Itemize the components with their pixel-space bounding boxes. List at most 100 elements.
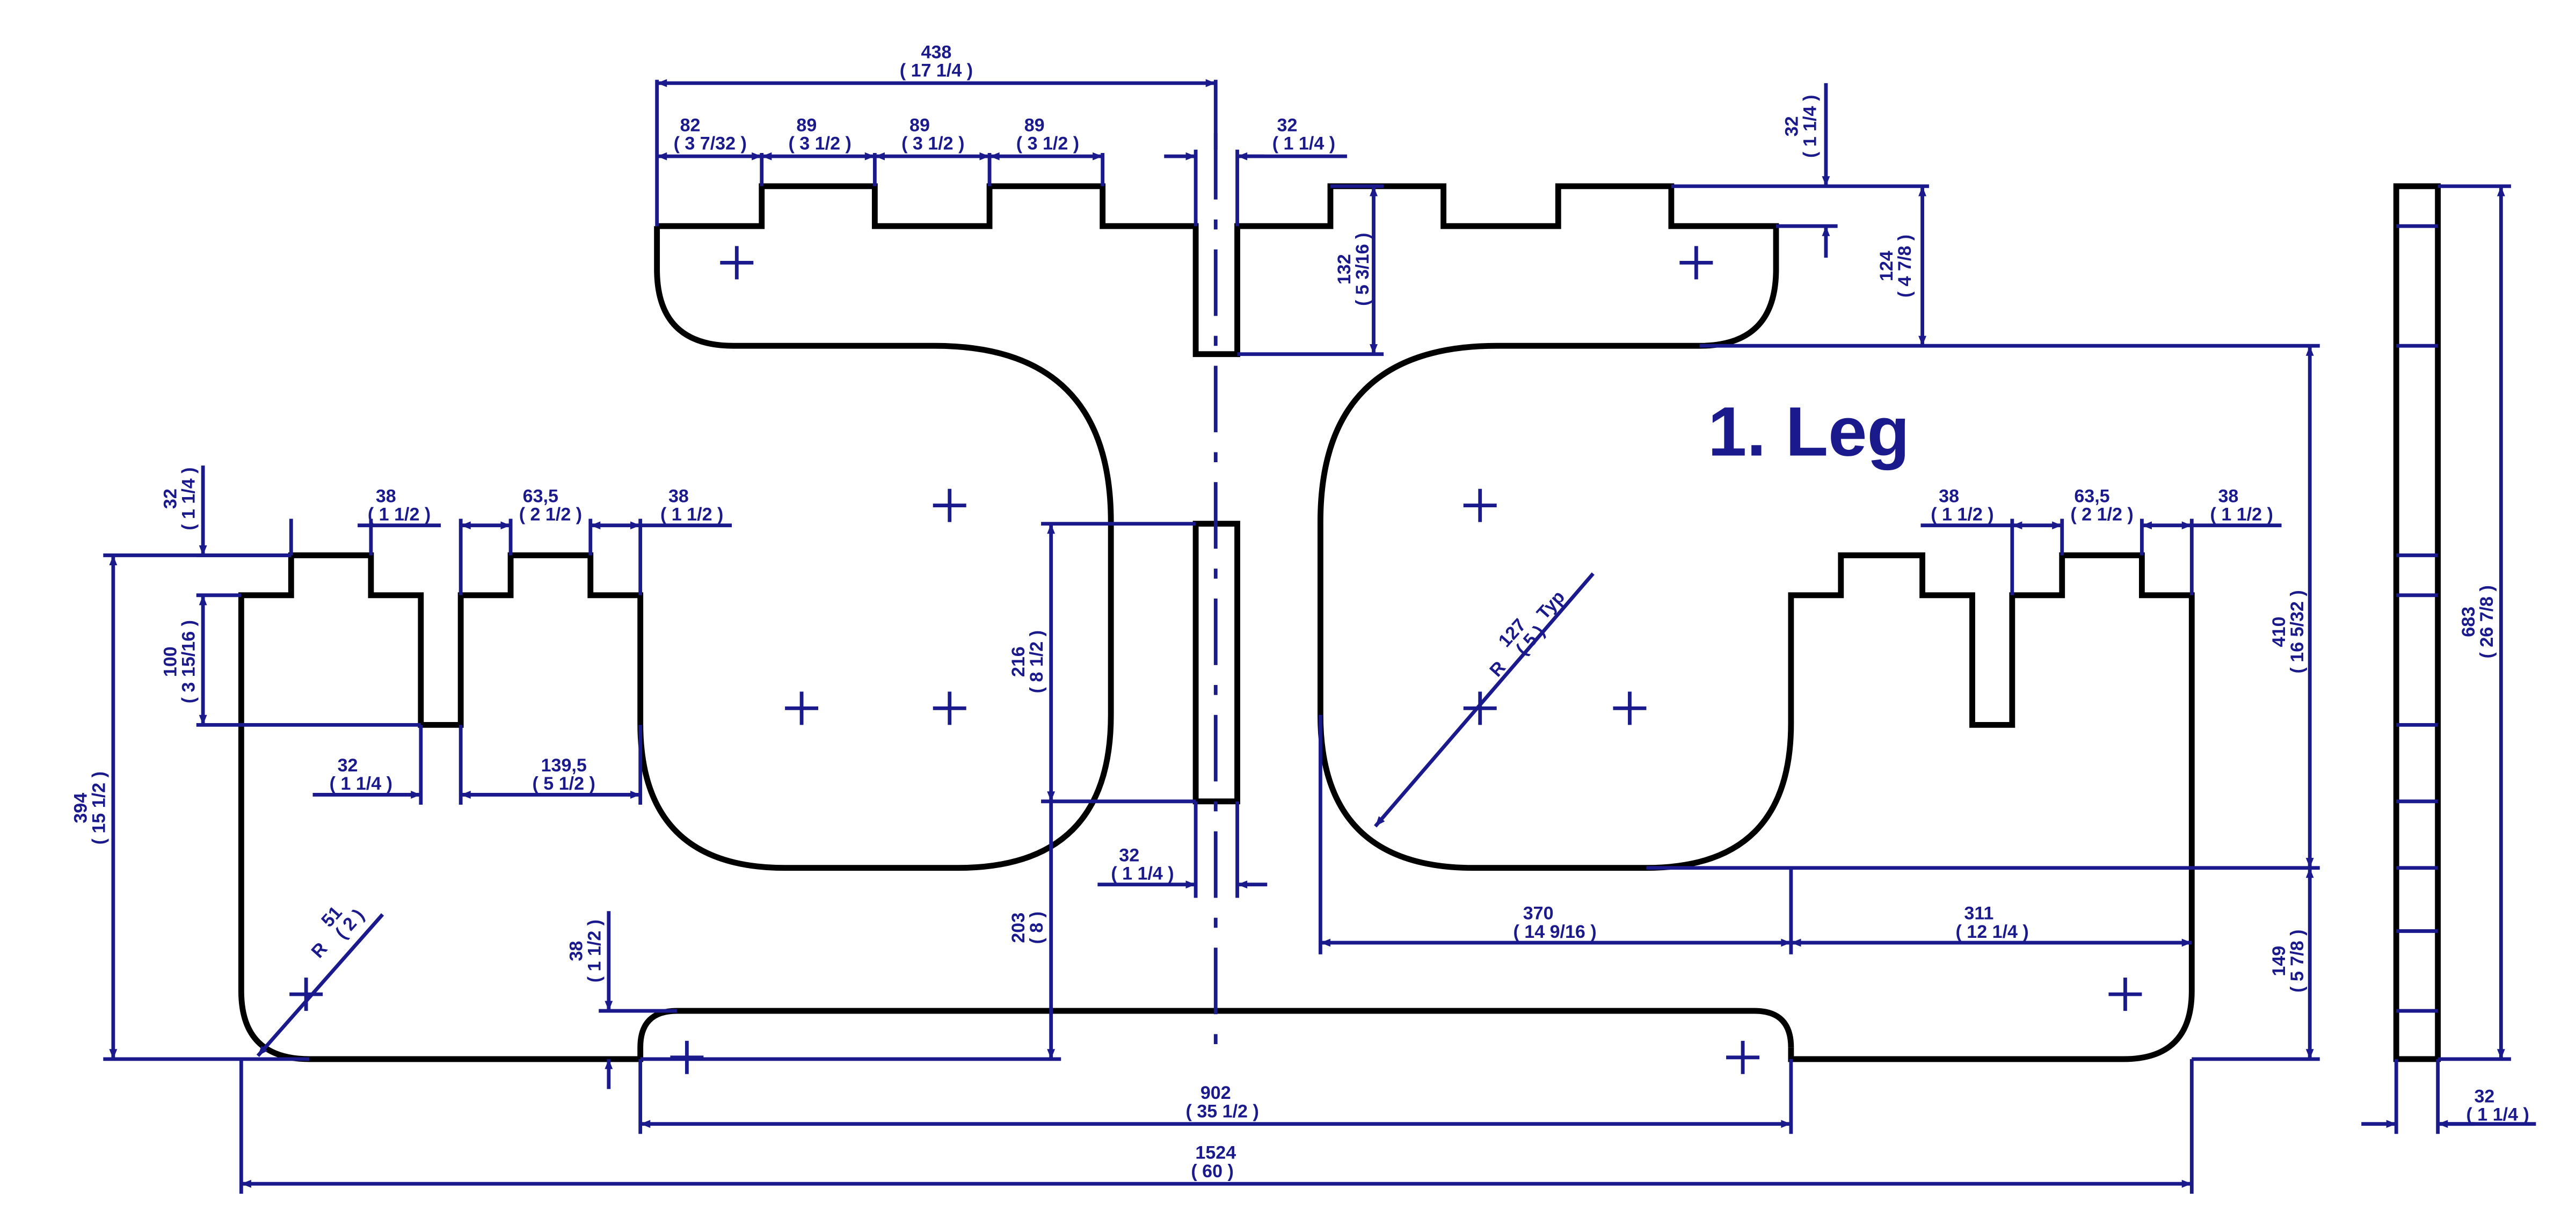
dim-63-5-right: 63,5( 2 1/2 ) — [2070, 486, 2133, 524]
dim-r51: R 51 ( 2 ) — [308, 902, 368, 962]
svg-text:( 14 9/16 ): ( 14 9/16 ) — [1513, 922, 1596, 942]
svg-text:32: 32 — [1119, 845, 1139, 865]
screw-marks — [289, 246, 2142, 1074]
svg-text:( 1 1/4 ): ( 1 1/4 ) — [1111, 863, 1174, 884]
svg-text:( 1 1/2 ): ( 1 1/2 ) — [2210, 504, 2273, 524]
svg-text:124: 124 — [1876, 251, 1897, 281]
dim-63-5-left: 63,5( 2 1/2 ) — [519, 486, 582, 524]
svg-text:438: 438 — [921, 42, 952, 62]
svg-text:32: 32 — [2474, 1086, 2494, 1106]
svg-text:89: 89 — [1024, 115, 1045, 136]
svg-text:63,5: 63,5 — [2074, 486, 2109, 506]
svg-text:( 8 1/2 ): ( 8 1/2 ) — [1027, 630, 1047, 693]
svg-text:( 12 1/4 ): ( 12 1/4 ) — [1956, 922, 2029, 942]
svg-text:38: 38 — [566, 941, 586, 961]
dim-32-right-top: 32( 1 1/4 ) — [1781, 95, 1820, 158]
svg-text:( 1 1/4 ): ( 1 1/4 ) — [330, 774, 392, 794]
svg-text:( 3 15/16 ): ( 3 15/16 ) — [179, 620, 199, 703]
svg-text:89: 89 — [909, 115, 930, 136]
dim-438: 438( 17 1/4 ) — [900, 42, 973, 81]
dim-132: 132( 5 3/16 ) — [1334, 233, 1373, 306]
svg-text:89: 89 — [796, 115, 817, 136]
svg-text:394: 394 — [70, 793, 91, 823]
svg-text:902: 902 — [1200, 1083, 1231, 1103]
dimension-labels: 438( 17 1/4 ) 82( 3 7/32 ) 89( 3 1/2 ) 8… — [70, 42, 2529, 1181]
svg-text:216: 216 — [1008, 646, 1029, 677]
dim-100: 100( 3 15/16 ) — [161, 620, 199, 703]
dim-38-left-a: 38( 1 1/2 ) — [368, 486, 431, 524]
svg-text:38: 38 — [2218, 486, 2239, 506]
svg-text:( 26 7/8 ): ( 26 7/8 ) — [2477, 585, 2497, 658]
dim-32-left-top: 32( 1 1/4 ) — [161, 467, 199, 530]
svg-text:( 3 1/2 ): ( 3 1/2 ) — [788, 134, 851, 154]
svg-text:38: 38 — [376, 486, 396, 506]
svg-text:410: 410 — [2269, 617, 2289, 647]
svg-text:32: 32 — [338, 755, 358, 776]
svg-text:( 4 7/8 ): ( 4 7/8 ) — [1895, 235, 1915, 297]
svg-text:( 1 1/2 ): ( 1 1/2 ) — [1931, 504, 1993, 524]
side-profile-ticks — [2396, 224, 2438, 1013]
svg-text:( 3 1/2 ): ( 3 1/2 ) — [901, 134, 964, 154]
svg-text:( 1 1/2 ): ( 1 1/2 ) — [660, 504, 723, 524]
svg-text:( 1 1/4 ): ( 1 1/4 ) — [179, 467, 199, 530]
dim-32-side: 32( 1 1/4 ) — [2466, 1086, 2529, 1125]
svg-text:63,5: 63,5 — [523, 486, 558, 506]
svg-text:32: 32 — [161, 489, 181, 509]
svg-text:( 5 7/8 ): ( 5 7/8 ) — [2287, 929, 2308, 992]
svg-text:Typ: Typ — [1533, 587, 1569, 624]
dim-410: 410( 16 5/32 ) — [2269, 590, 2308, 673]
dim-38-right-a: 38( 1 1/2 ) — [1931, 486, 1993, 524]
side-profile — [2393, 183, 2441, 1062]
dim-1524: 1524( 60 ) — [1191, 1143, 1236, 1182]
svg-text:( 17 1/4 ): ( 17 1/4 ) — [900, 60, 973, 81]
svg-text:311: 311 — [1964, 903, 1993, 924]
dim-311: 311( 12 1/4 ) — [1956, 903, 2029, 942]
drawing-title: 1. Leg — [1708, 392, 1910, 471]
svg-text:149: 149 — [2269, 946, 2289, 976]
dim-203: 203( 8 ) — [1008, 912, 1047, 944]
dim-139-5: 139,5( 5 1/2 ) — [533, 755, 595, 794]
dim-82: 82( 3 7/32 ) — [674, 115, 747, 154]
dim-r127: R 127 ( 5 ) Typ — [1486, 587, 1569, 681]
svg-text:( 5 3/16 ): ( 5 3/16 ) — [1352, 233, 1373, 306]
svg-text:( 2 1/2 ): ( 2 1/2 ) — [519, 504, 582, 524]
svg-text:( 15 1/2 ): ( 15 1/2 ) — [89, 771, 109, 844]
svg-text:139,5: 139,5 — [541, 755, 587, 776]
dim-124: 124( 4 7/8 ) — [1876, 235, 1915, 297]
svg-text:( 1 1/4 ): ( 1 1/4 ) — [2466, 1104, 2529, 1125]
dim-89a: 89( 3 1/2 ) — [788, 115, 851, 154]
svg-text:( 3 1/2 ): ( 3 1/2 ) — [1016, 134, 1079, 154]
svg-text:100: 100 — [161, 646, 181, 677]
svg-text:38: 38 — [668, 486, 689, 506]
svg-text:( 3 7/32 ): ( 3 7/32 ) — [674, 134, 747, 154]
dim-902: 902( 35 1/2 ) — [1186, 1083, 1259, 1121]
svg-text:( 5 1/2 ): ( 5 1/2 ) — [533, 774, 595, 794]
svg-text:1524: 1524 — [1195, 1143, 1236, 1163]
svg-text:( 60 ): ( 60 ) — [1191, 1161, 1233, 1182]
svg-text:R: R — [308, 938, 332, 962]
svg-text:38: 38 — [1939, 486, 1959, 506]
svg-text:( 1 1/4 ): ( 1 1/4 ) — [1272, 134, 1335, 154]
part-outlines — [238, 183, 2441, 1062]
svg-text:( 8 ): ( 8 ) — [1027, 912, 1047, 944]
svg-text:370: 370 — [1523, 903, 1554, 924]
svg-text:( 1 1/2 ): ( 1 1/2 ) — [368, 504, 431, 524]
svg-text:132: 132 — [1334, 254, 1355, 285]
dim-216: 216( 8 1/2 ) — [1008, 630, 1047, 693]
svg-text:( 2 1/2 ): ( 2 1/2 ) — [2070, 504, 2133, 524]
svg-text:32: 32 — [1781, 116, 1802, 136]
dim-38-right-b: 38( 1 1/2 ) — [2210, 486, 2273, 524]
dim-370: 370( 14 9/16 ) — [1513, 903, 1596, 942]
dim-38-left-b: 38( 1 1/2 ) — [660, 486, 723, 524]
dimension-lines — [103, 79, 2536, 1194]
dim-32-mid: 32( 1 1/4 ) — [1111, 845, 1174, 884]
dim-89c: 89( 3 1/2 ) — [1016, 115, 1079, 154]
dim-38-bottom: 38( 1 1/2 ) — [566, 920, 605, 982]
svg-text:683: 683 — [2458, 607, 2479, 637]
dim-32-left-slot: 32( 1 1/4 ) — [330, 755, 392, 794]
dim-32-top: 32( 1 1/4 ) — [1272, 115, 1335, 154]
svg-text:( 35 1/2 ): ( 35 1/2 ) — [1186, 1101, 1259, 1121]
svg-text:203: 203 — [1008, 913, 1029, 943]
svg-text:( 1 1/4 ): ( 1 1/4 ) — [1800, 95, 1820, 158]
